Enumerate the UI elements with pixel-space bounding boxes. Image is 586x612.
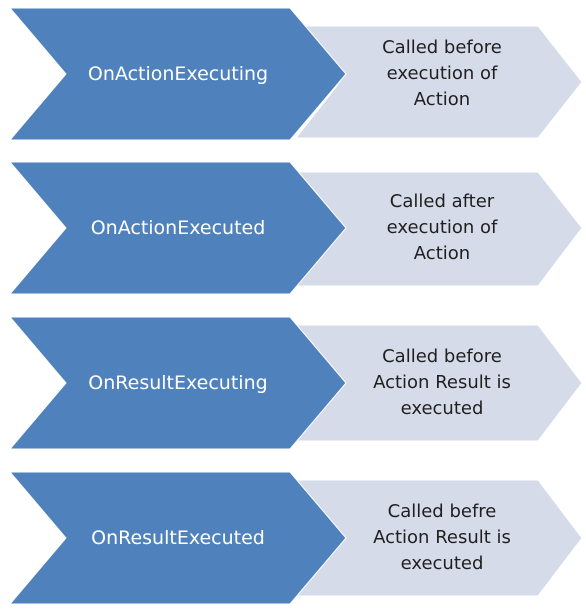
method-description: Called before Action Result is executed — [373, 346, 511, 419]
method-chevron — [8, 7, 347, 141]
description-chevron — [294, 25, 583, 139]
step-row: OnActionExecuted Called after execution … — [0, 161, 586, 298]
method-name: OnActionExecuting — [87, 63, 269, 85]
method-description: Called after execution of Action — [386, 191, 498, 264]
chevron-pair — [8, 161, 583, 295]
step-row: OnActionExecuting Called before executio… — [0, 7, 586, 144]
method-description: Called before execution of Action — [382, 37, 502, 110]
method-name: OnActionExecuted — [90, 217, 266, 239]
method-name: OnResultExecuting — [88, 372, 268, 394]
method-chevron — [8, 161, 347, 295]
method-description: Called befre Action Result is executed — [373, 501, 511, 574]
method-chevron — [8, 471, 347, 605]
chevron-pair — [8, 316, 583, 450]
method-name: OnResultExecuted — [91, 527, 265, 549]
chevron-pair — [8, 471, 583, 605]
chevron-pair — [8, 7, 583, 141]
step-row: OnResultExecuting Called before Action R… — [0, 316, 586, 453]
step-row: OnResultExecuted Called befre Action Res… — [0, 471, 586, 608]
method-chevron — [8, 316, 347, 450]
